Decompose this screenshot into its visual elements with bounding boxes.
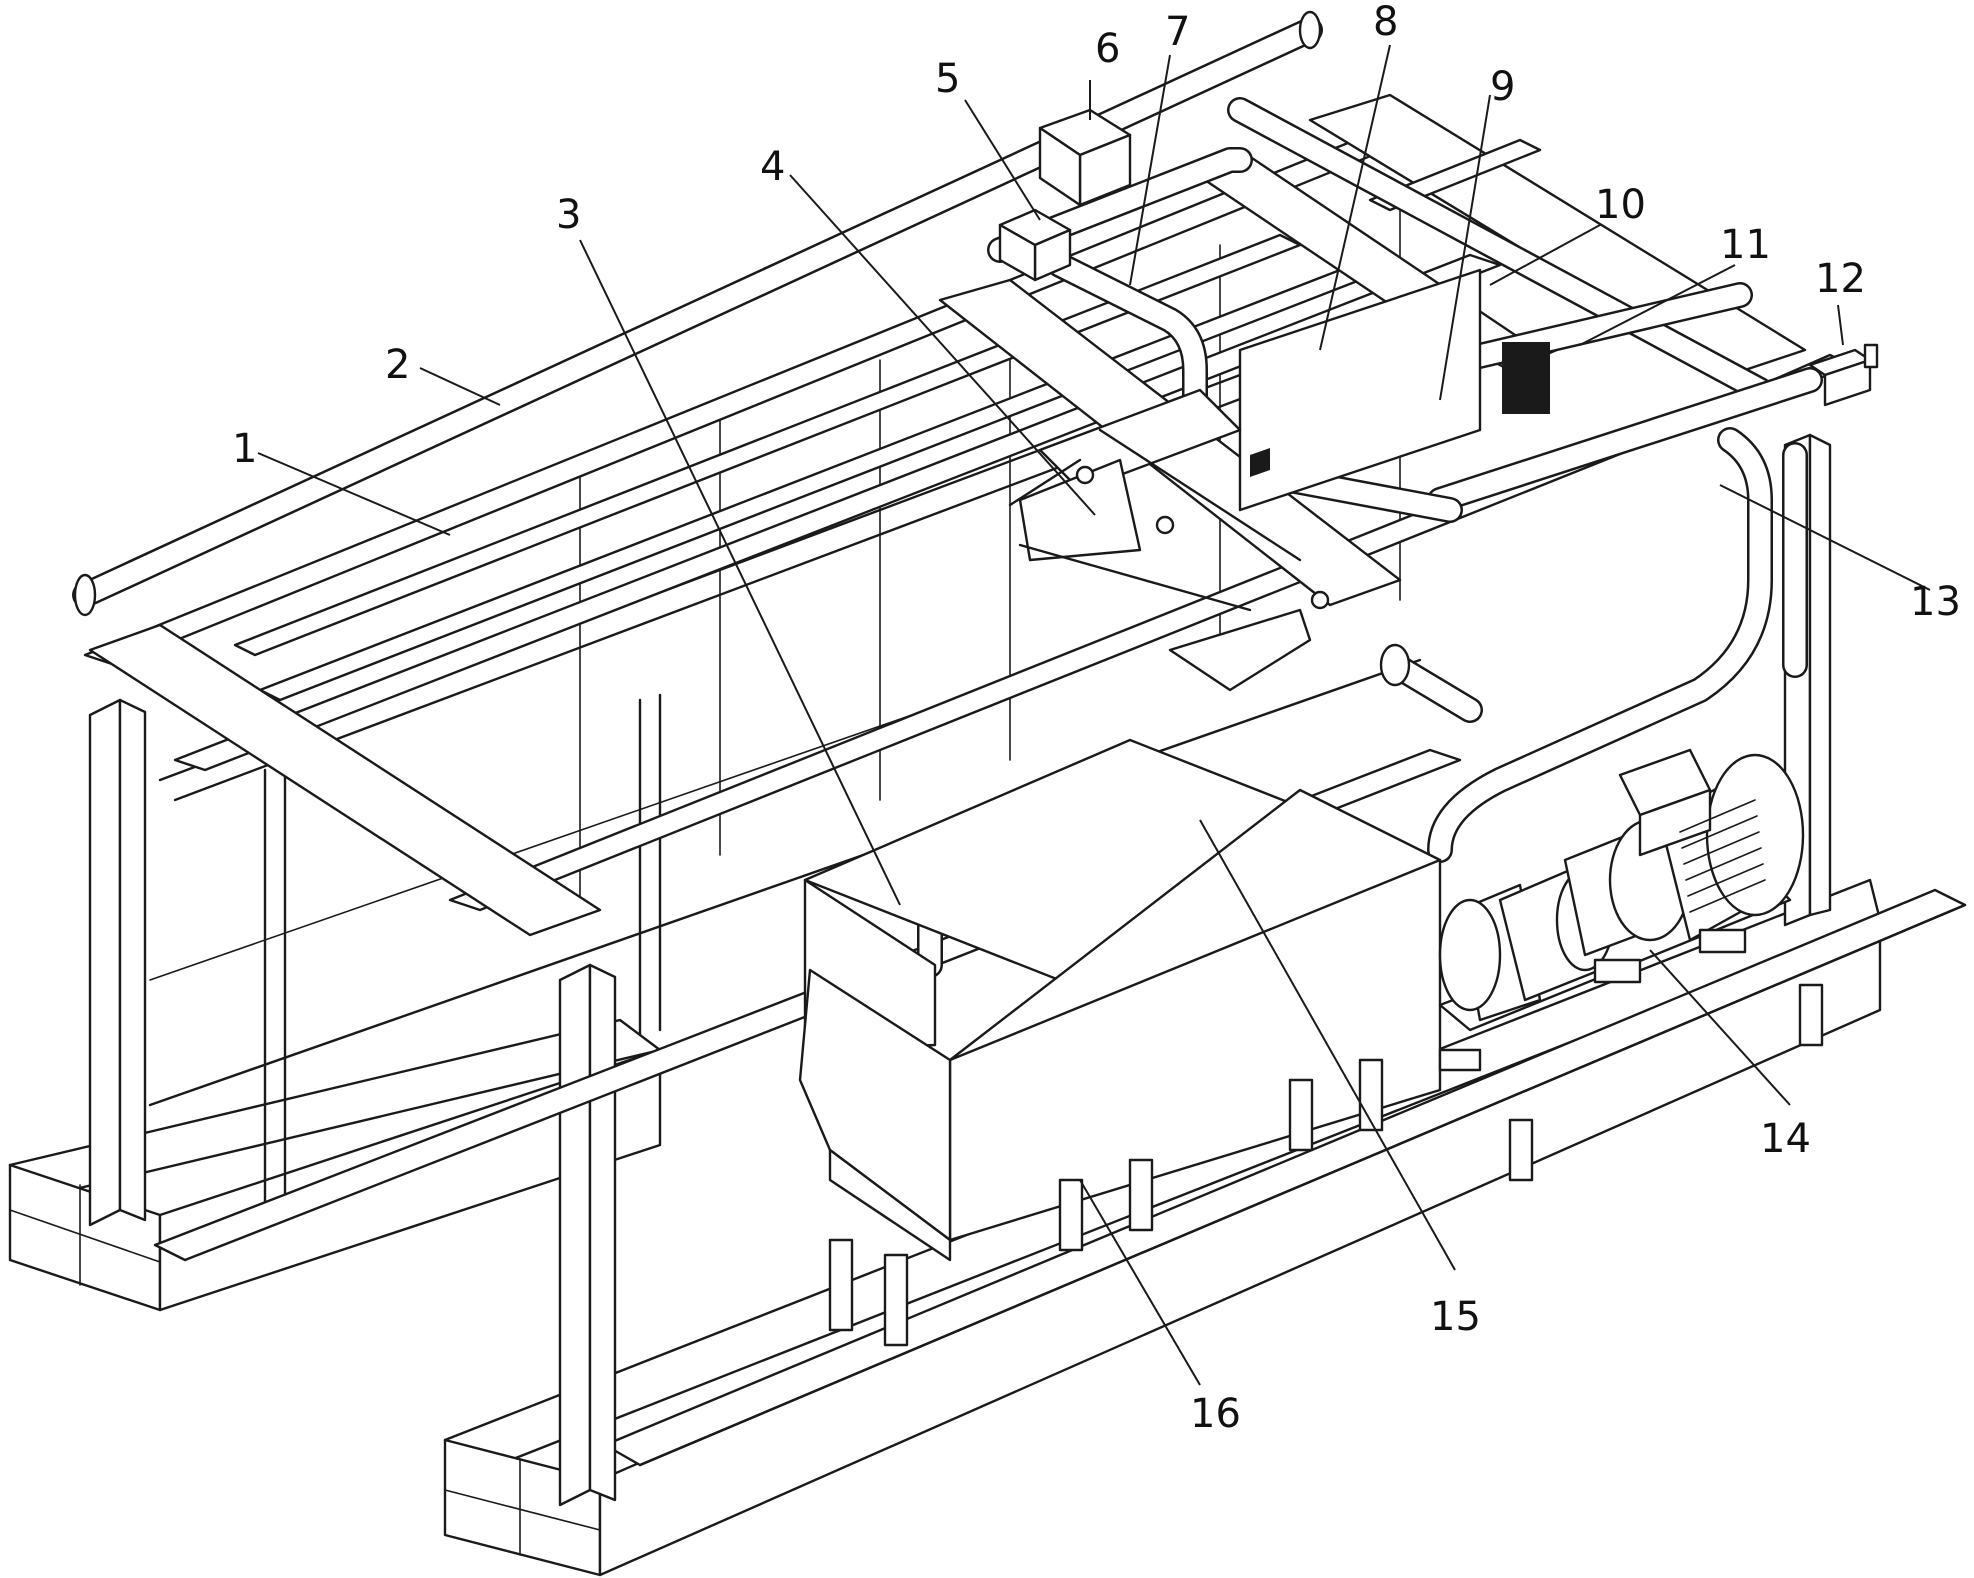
callout-4: 4 — [760, 144, 785, 190]
callout-13: 13 — [1910, 579, 1961, 625]
callout-10: 10 — [1595, 182, 1646, 228]
callout-labels: 1 2 3 4 5 6 7 8 9 10 11 12 13 14 15 16 — [232, 0, 1961, 1437]
callout-1: 1 — [232, 426, 257, 472]
callout-15: 15 — [1430, 1294, 1481, 1340]
callout-12: 12 — [1815, 256, 1866, 302]
vent-grille — [1502, 342, 1550, 414]
pump-motor-assembly — [1438, 748, 1824, 1182]
tank — [798, 738, 1442, 1347]
hopper-frame — [1008, 388, 1330, 692]
callout-9: 9 — [1490, 64, 1515, 110]
callout-6: 6 — [1095, 26, 1120, 72]
leader-lines — [257, 44, 1931, 1386]
callout-11: 11 — [1720, 222, 1771, 268]
callout-7: 7 — [1165, 9, 1190, 55]
callout-3: 3 — [556, 192, 581, 238]
callout-2: 2 — [385, 342, 410, 388]
callout-8: 8 — [1373, 0, 1398, 45]
callout-5: 5 — [935, 56, 960, 102]
callout-14: 14 — [1760, 1116, 1811, 1162]
motor-cooling-fins — [1679, 799, 1766, 913]
fitting-boxes — [998, 108, 1879, 407]
callout-16: 16 — [1190, 1391, 1241, 1437]
back-plate — [1238, 268, 1550, 512]
